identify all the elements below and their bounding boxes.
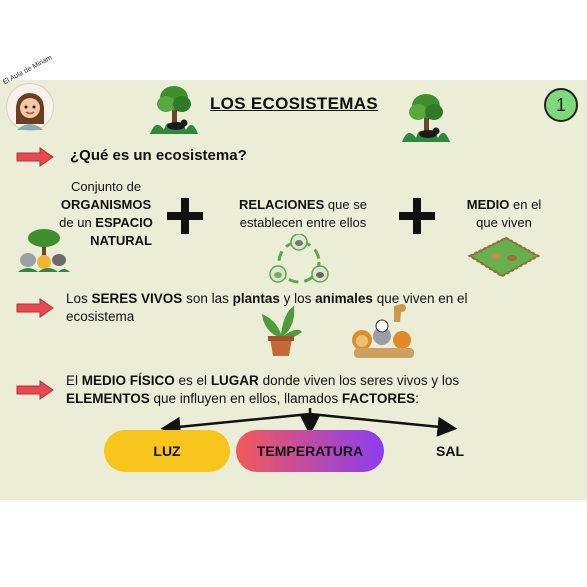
def-bold: RELACIONES [239, 197, 325, 212]
para-text: : [415, 391, 419, 406]
page-number: 1 [555, 94, 566, 115]
physical-medium-paragraph: El MEDIO FÍSICO es el LUGAR donde viven … [66, 372, 566, 408]
definition-medium: MEDIO en el que viven [446, 196, 562, 232]
def-text: establecen entre ellos [239, 215, 367, 230]
question-heading: ¿Qué es un ecosistema? [70, 147, 247, 164]
para-bold: FACTORES [341, 391, 416, 406]
para-text: donde viven los seres vivos y los [258, 373, 460, 388]
living-beings-paragraph: Los SERES VIVOS son las plantas y los an… [66, 290, 546, 326]
jungle-icon [146, 84, 202, 141]
animals-group-icon [350, 302, 418, 365]
farm-fence-icon [466, 234, 541, 285]
para-text: que influyen en ellos, llamados [149, 391, 342, 406]
jungle-animals-icon [18, 228, 70, 277]
plus-icon [166, 197, 204, 235]
red-arrow-icon [16, 380, 54, 400]
para-bold: LUGAR [210, 373, 259, 388]
para-bold: SERES VIVOS [91, 291, 183, 306]
page-title: LOS ECOSISTEMAS [210, 94, 378, 113]
def-text: que viven [476, 215, 532, 230]
para-text: que viven en el [372, 291, 468, 306]
factor-sal: SAL [420, 430, 480, 472]
para-text: El [66, 373, 82, 388]
def-text: en el [509, 197, 542, 212]
para-bold: animales [315, 291, 373, 306]
para-bold: plantas [232, 291, 280, 306]
definition-organisms: Conjunto de ORGANISMOS de un ESPACIO NAT… [40, 178, 172, 250]
para-text: ecosistema [66, 309, 135, 324]
para-text: y los [279, 291, 316, 306]
factor-label: LUZ [153, 443, 181, 459]
page-number-badge: 1 [544, 88, 578, 122]
animal-cycle-icon [266, 233, 332, 295]
def-text: que se [324, 197, 367, 212]
def-text: de un [59, 215, 96, 230]
plus-icon [398, 197, 436, 235]
para-text: es el [174, 373, 211, 388]
def-bold: NATURAL [90, 233, 152, 248]
para-bold: ELEMENTOS [66, 391, 150, 406]
para-text: Los [66, 291, 92, 306]
avatar-icon [6, 83, 54, 131]
factor-temperatura: TEMPERATURA [236, 430, 384, 472]
red-arrow-icon [16, 147, 54, 167]
def-text: Conjunto de [70, 179, 142, 194]
def-bold: MEDIO [466, 197, 510, 212]
para-text: son las [182, 291, 233, 306]
factor-label: TEMPERATURA [256, 443, 364, 459]
potted-plant-icon [258, 302, 304, 363]
factor-label: SAL [436, 443, 464, 459]
factor-branch-arrows [150, 404, 470, 443]
factor-luz: LUZ [104, 430, 230, 472]
red-arrow-icon [16, 298, 54, 318]
def-bold: ORGANISMOS [60, 197, 152, 212]
jungle-icon [398, 92, 454, 149]
definition-relations: RELACIONES que se establecen entre ellos [220, 196, 386, 232]
para-bold: MEDIO FÍSICO [81, 373, 175, 388]
def-bold: ESPACIO [95, 215, 153, 230]
